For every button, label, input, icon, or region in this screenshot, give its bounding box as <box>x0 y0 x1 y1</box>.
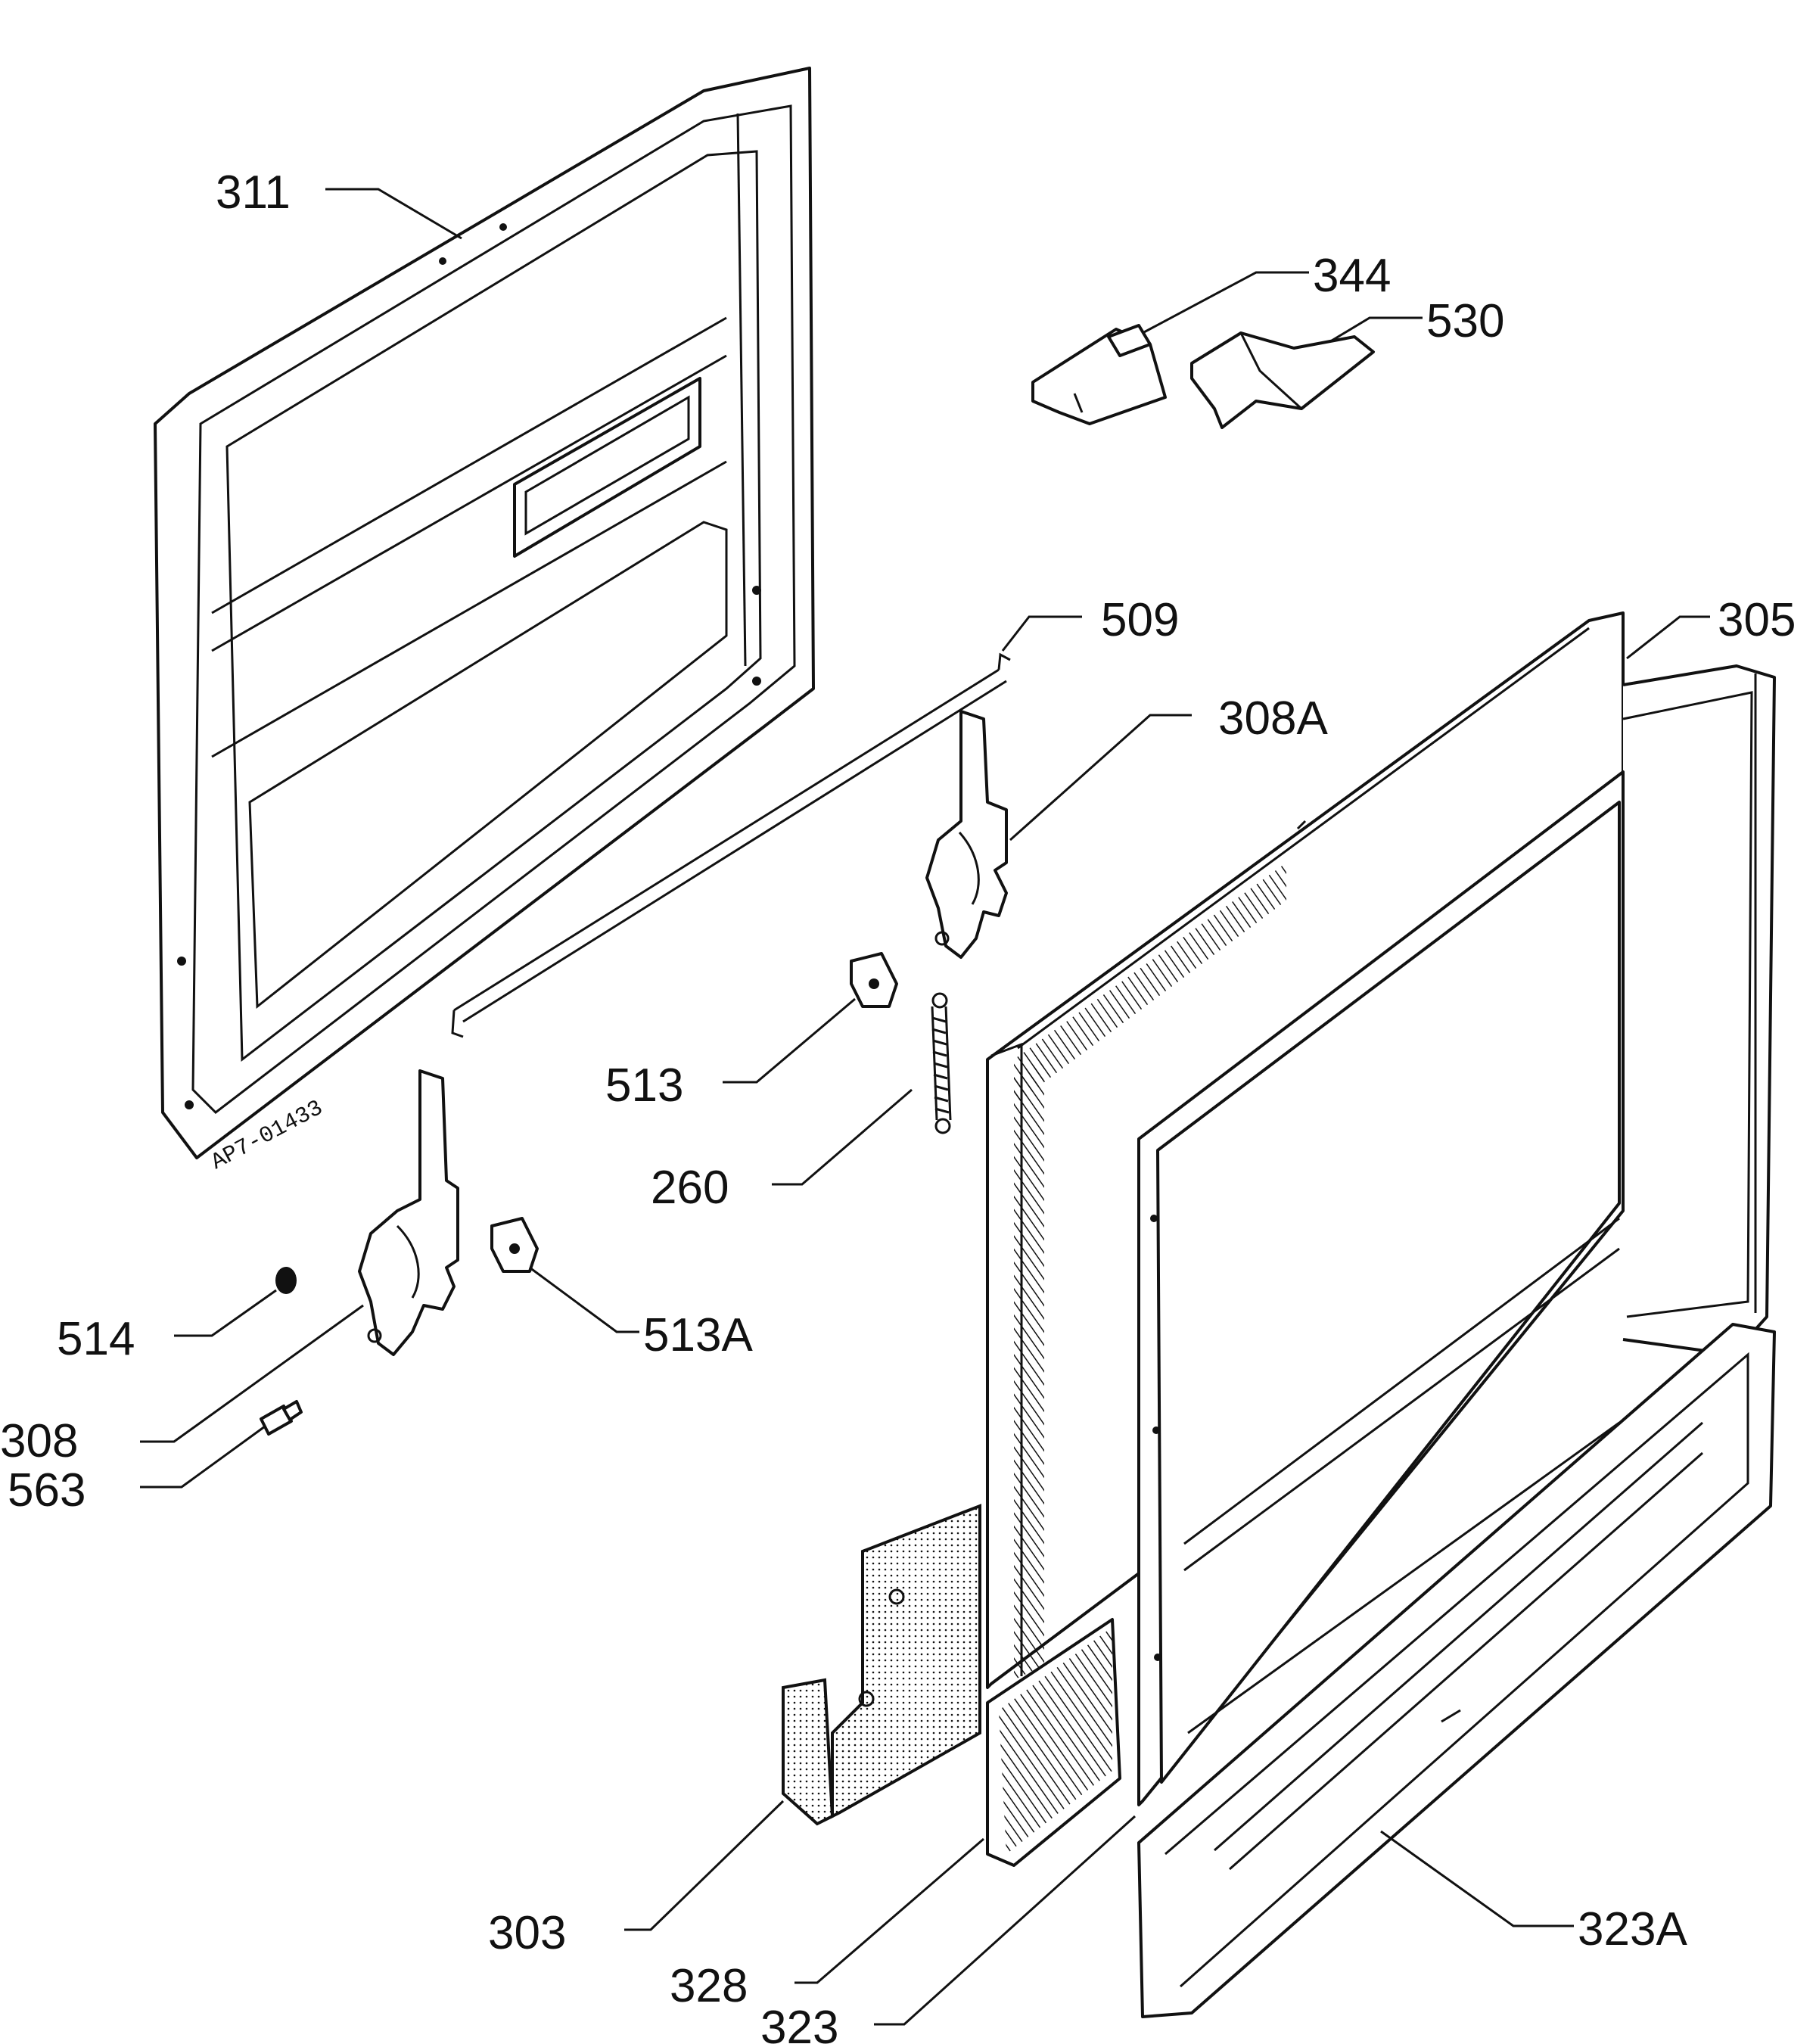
bottom-frame-323a <box>1137 1323 1776 2018</box>
label-513a: 513A <box>643 1309 753 1361</box>
clip-513 <box>850 952 898 1008</box>
label-530: 530 <box>1426 295 1504 347</box>
rod-509 <box>451 652 1011 1038</box>
label-308a: 308A <box>1218 692 1328 745</box>
kick-panel-303 <box>782 1504 981 1826</box>
part-labels: 311 344 530 509 305 308A 513 260 514 513… <box>0 166 1796 2044</box>
trim-328 <box>986 1618 1121 1867</box>
handle-530 <box>1190 331 1375 429</box>
label-303: 303 <box>488 1907 566 1959</box>
front-panel <box>1137 770 1625 1806</box>
door-frame-305 <box>1622 664 1776 1356</box>
label-260: 260 <box>651 1162 729 1214</box>
screw-563 <box>260 1400 303 1436</box>
label-311: 311 <box>216 166 291 219</box>
label-323a: 323A <box>1578 1903 1687 1955</box>
label-513: 513 <box>605 1059 683 1112</box>
latch-344 <box>1031 324 1167 425</box>
label-509: 509 <box>1101 594 1179 646</box>
label-563: 563 <box>8 1464 86 1517</box>
label-344: 344 <box>1313 250 1391 302</box>
label-308: 308 <box>0 1415 78 1467</box>
leader-lines <box>140 188 1710 2026</box>
spring-260 <box>931 992 952 1134</box>
clip-513a <box>490 1217 539 1273</box>
label-305: 305 <box>1718 594 1796 646</box>
inner-door-panel-311: AP7-01433 <box>154 67 815 1176</box>
nut-514 <box>275 1267 297 1294</box>
label-323: 323 <box>760 2002 838 2044</box>
label-514: 514 <box>57 1313 135 1365</box>
label-328: 328 <box>670 1960 748 2012</box>
hinge-308 <box>358 1069 459 1356</box>
hinge-308a <box>925 710 1008 959</box>
